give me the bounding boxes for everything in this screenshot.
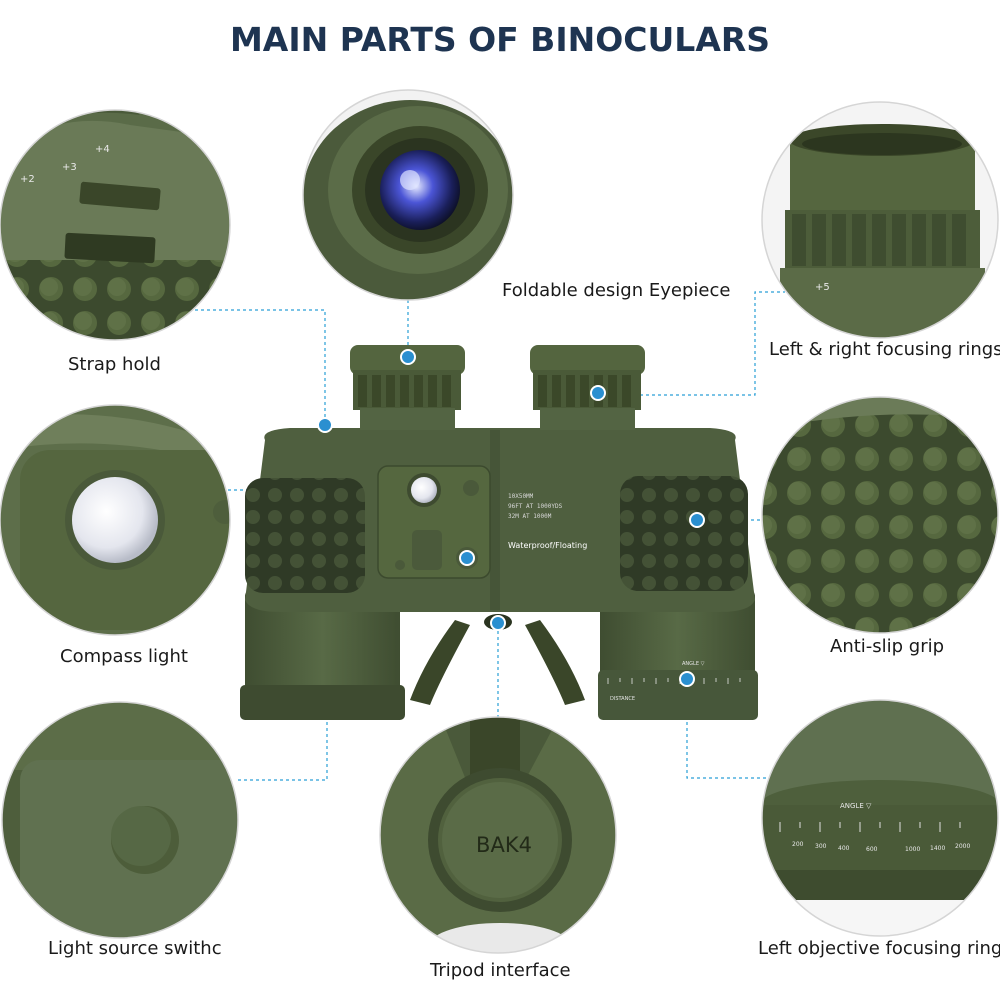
scale-200-text: 200 [792,841,804,848]
label-objective-ring: Left objective focusing ring [758,938,1000,959]
focusing-rings-detail: +5 [762,102,998,338]
anti-slip-detail [762,397,998,633]
label-compass-light: Compass light [60,646,188,667]
dot-tripod [490,615,506,631]
dot-switch [459,550,475,566]
scale-300-text: 300 [815,843,827,850]
strap-hold-detail: +2 +3 +4 [0,110,230,340]
page-title: MAIN PARTS OF BINOCULARS [229,20,771,59]
scale-1400-text: 1400 [930,845,945,852]
eyepiece-detail [303,90,513,300]
scale-600-text: 600 [866,846,878,853]
ring-plus5-text: +5 [815,282,830,293]
objective-angle-text: ANGLE ▽ [840,802,872,810]
spec-line3-text: 32M AT 1000M [508,513,552,520]
label-focusing-rings: Left & right focusing rings [769,339,1000,360]
diopter-plus4-text: +4 [95,144,110,155]
dot-strap [317,417,333,433]
binocular-product-image: DISTANCE ANGLE ▽ 10X50MM 96FT AT 1000YDS… [240,345,758,720]
diopter-plus2-text: +2 [20,174,35,185]
objective-ring-detail: ANGLE ▽ 200 300 400 600 1000 1400 2000 [762,700,998,936]
spec-line2-text: 96FT AT 1000YDS [508,503,563,510]
marker-dots [317,349,705,687]
label-anti-slip: Anti-slip grip [830,636,945,657]
label-strap-hold: Strap hold [68,354,161,375]
leader-focusing [598,291,785,396]
dot-antislip [689,512,705,528]
label-light-switch: Light source swithc [48,938,222,959]
compass-light-detail [0,405,230,635]
spec-line4-text: Waterproof/Floating [508,541,587,550]
scale-400-text: 400 [838,845,850,852]
dot-eyepiece [400,349,416,365]
spec-line1-text: 10X50MM [508,493,534,500]
dot-objective [679,671,695,687]
tripod-detail [380,717,616,953]
distance-text: DISTANCE [610,696,635,702]
light-switch-detail [2,702,238,938]
scale-1000-text: 1000 [905,846,920,853]
label-eyepiece: Foldable design Eyepiece [502,280,731,301]
dot-focusing [590,385,606,401]
diopter-plus3-text: +3 [62,162,77,173]
label-tripod: Tripod interface [430,960,571,981]
bak4-text: BAK4 [476,833,532,857]
angle-text: ANGLE ▽ [682,661,705,667]
leader-strap [195,309,326,425]
scale-2000-text: 2000 [955,843,970,850]
